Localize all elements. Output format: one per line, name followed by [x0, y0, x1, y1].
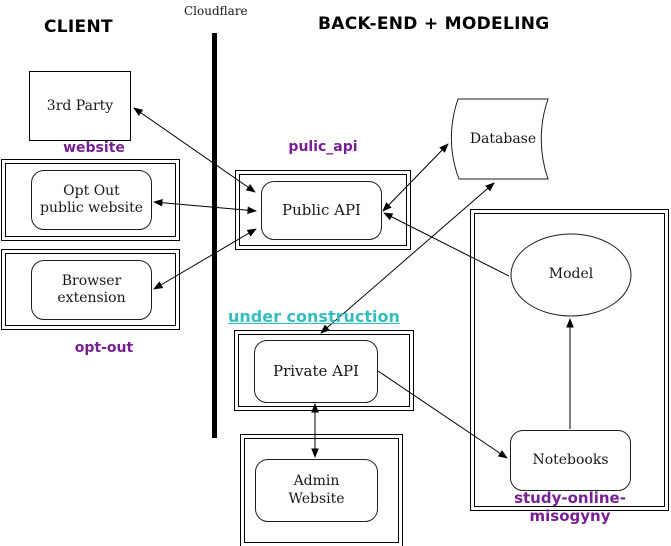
database-shape [450, 98, 549, 180]
edge-public-api-browser-extension [153, 228, 257, 290]
node-public-api: Public API [261, 181, 382, 240]
node-admin-website: Admin Website [255, 459, 378, 522]
node-third-party: 3rd Party [29, 71, 131, 141]
node-browser-extension: Browser extension [31, 260, 152, 320]
edge-public-api-opt-out-website [153, 198, 257, 215]
opt-out-group-label: opt-out [74, 340, 134, 356]
edge-public-api-third-party [133, 107, 256, 193]
edge-model-to-public-api [383, 212, 510, 277]
under-construction-label: under construction [228, 307, 400, 326]
model-shape [510, 233, 632, 317]
website-group-label: website [63, 140, 125, 156]
client-section-title: CLIENT [44, 17, 113, 37]
node-notebooks: Notebooks [510, 430, 631, 491]
node-opt-out-public-website: Opt Out public website [31, 170, 152, 230]
edge-public-api-database [382, 143, 449, 212]
cloudflare-label: Cloudflare [184, 4, 248, 18]
backend-section-title: BACK-END + MODELING [318, 14, 550, 34]
pulic-api-group-label: pulic_api [288, 139, 358, 155]
node-private-api: Private API [254, 340, 378, 403]
edge-private-api-to-notebooks [377, 370, 508, 459]
study-group-label: study-online-misogyny [514, 489, 626, 525]
edge-private-api-database [320, 182, 495, 334]
